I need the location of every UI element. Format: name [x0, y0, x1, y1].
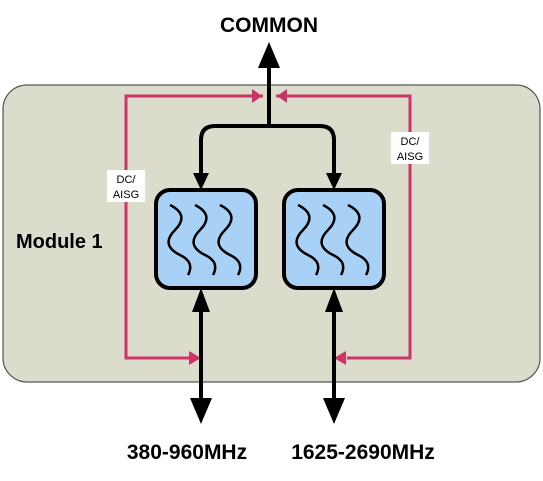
- port-left-arrow-down: [190, 398, 212, 424]
- svg-text:AISG: AISG: [113, 189, 139, 201]
- common-arrow: [258, 42, 280, 68]
- dc-arrow-top-right: [277, 89, 287, 103]
- dc-arrow-top-left: [252, 89, 262, 103]
- dc-aisg-path-right: [276, 94, 412, 360]
- split-line: [199, 124, 336, 176]
- common-label: COMMON: [220, 14, 318, 37]
- dc-aisg-label-right: DC/ AISG: [391, 132, 429, 164]
- dc-aisg-path-left: [124, 94, 263, 360]
- svg-text:DC/: DC/: [117, 174, 137, 186]
- split-arrow-left: [193, 173, 209, 190]
- split-arrow-right: [326, 173, 342, 190]
- filter-low-band: [154, 188, 258, 290]
- port-right-arrow-down: [323, 398, 345, 424]
- svg-text:DC/: DC/: [401, 136, 421, 148]
- dc-arrow-bottom-right: [334, 351, 346, 365]
- port-right-arrow-up: [325, 288, 343, 312]
- dc-aisg-label-left: DC/ AISG: [107, 170, 145, 202]
- module-label: Module 1: [16, 231, 103, 253]
- port-right-label: 1625-2690MHz: [291, 441, 435, 464]
- svg-text:AISG: AISG: [397, 151, 423, 163]
- dc-arrow-bottom-left: [189, 351, 201, 365]
- port-left-label: 380-960MHz: [127, 441, 247, 464]
- port-left-arrow-up: [192, 288, 210, 312]
- filter-high-band: [282, 188, 386, 290]
